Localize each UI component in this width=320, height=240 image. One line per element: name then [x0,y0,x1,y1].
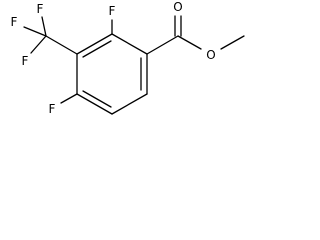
benzene-ring [76,33,148,115]
chemical-structure: F F F F F O O [11,0,245,116]
bond-ring-6 [76,33,113,55]
atom-f-cf3-bottom: F [22,54,29,68]
bond-cf3-f-a [41,16,47,37]
atom-f-cf3-left: F [11,15,18,29]
bond-ring-4 [76,93,113,115]
bond-carbonyl-ester-o [177,35,202,50]
atom-o-carbonyl: O [173,0,182,14]
atom-f-cf3-top: F [37,2,44,16]
bond-ring-1 [111,33,148,55]
bond-ring-cf3 [45,35,78,55]
atom-f-ring-bottom: F [49,102,56,116]
bond-ring-carbonyl [146,35,179,55]
bond-ester-o-methyl [220,35,245,50]
bond-ring-3 [111,93,148,115]
bond-c4-f [60,93,78,104]
bond-cf3-f-c [30,35,47,54]
bond-ring-6-inner [82,40,112,58]
bond-ring-4-inner [82,90,112,108]
bond-cf3-f-b [23,26,47,37]
atom-o-ester: O [206,48,215,62]
atom-f-ring-top: F [109,4,116,18]
